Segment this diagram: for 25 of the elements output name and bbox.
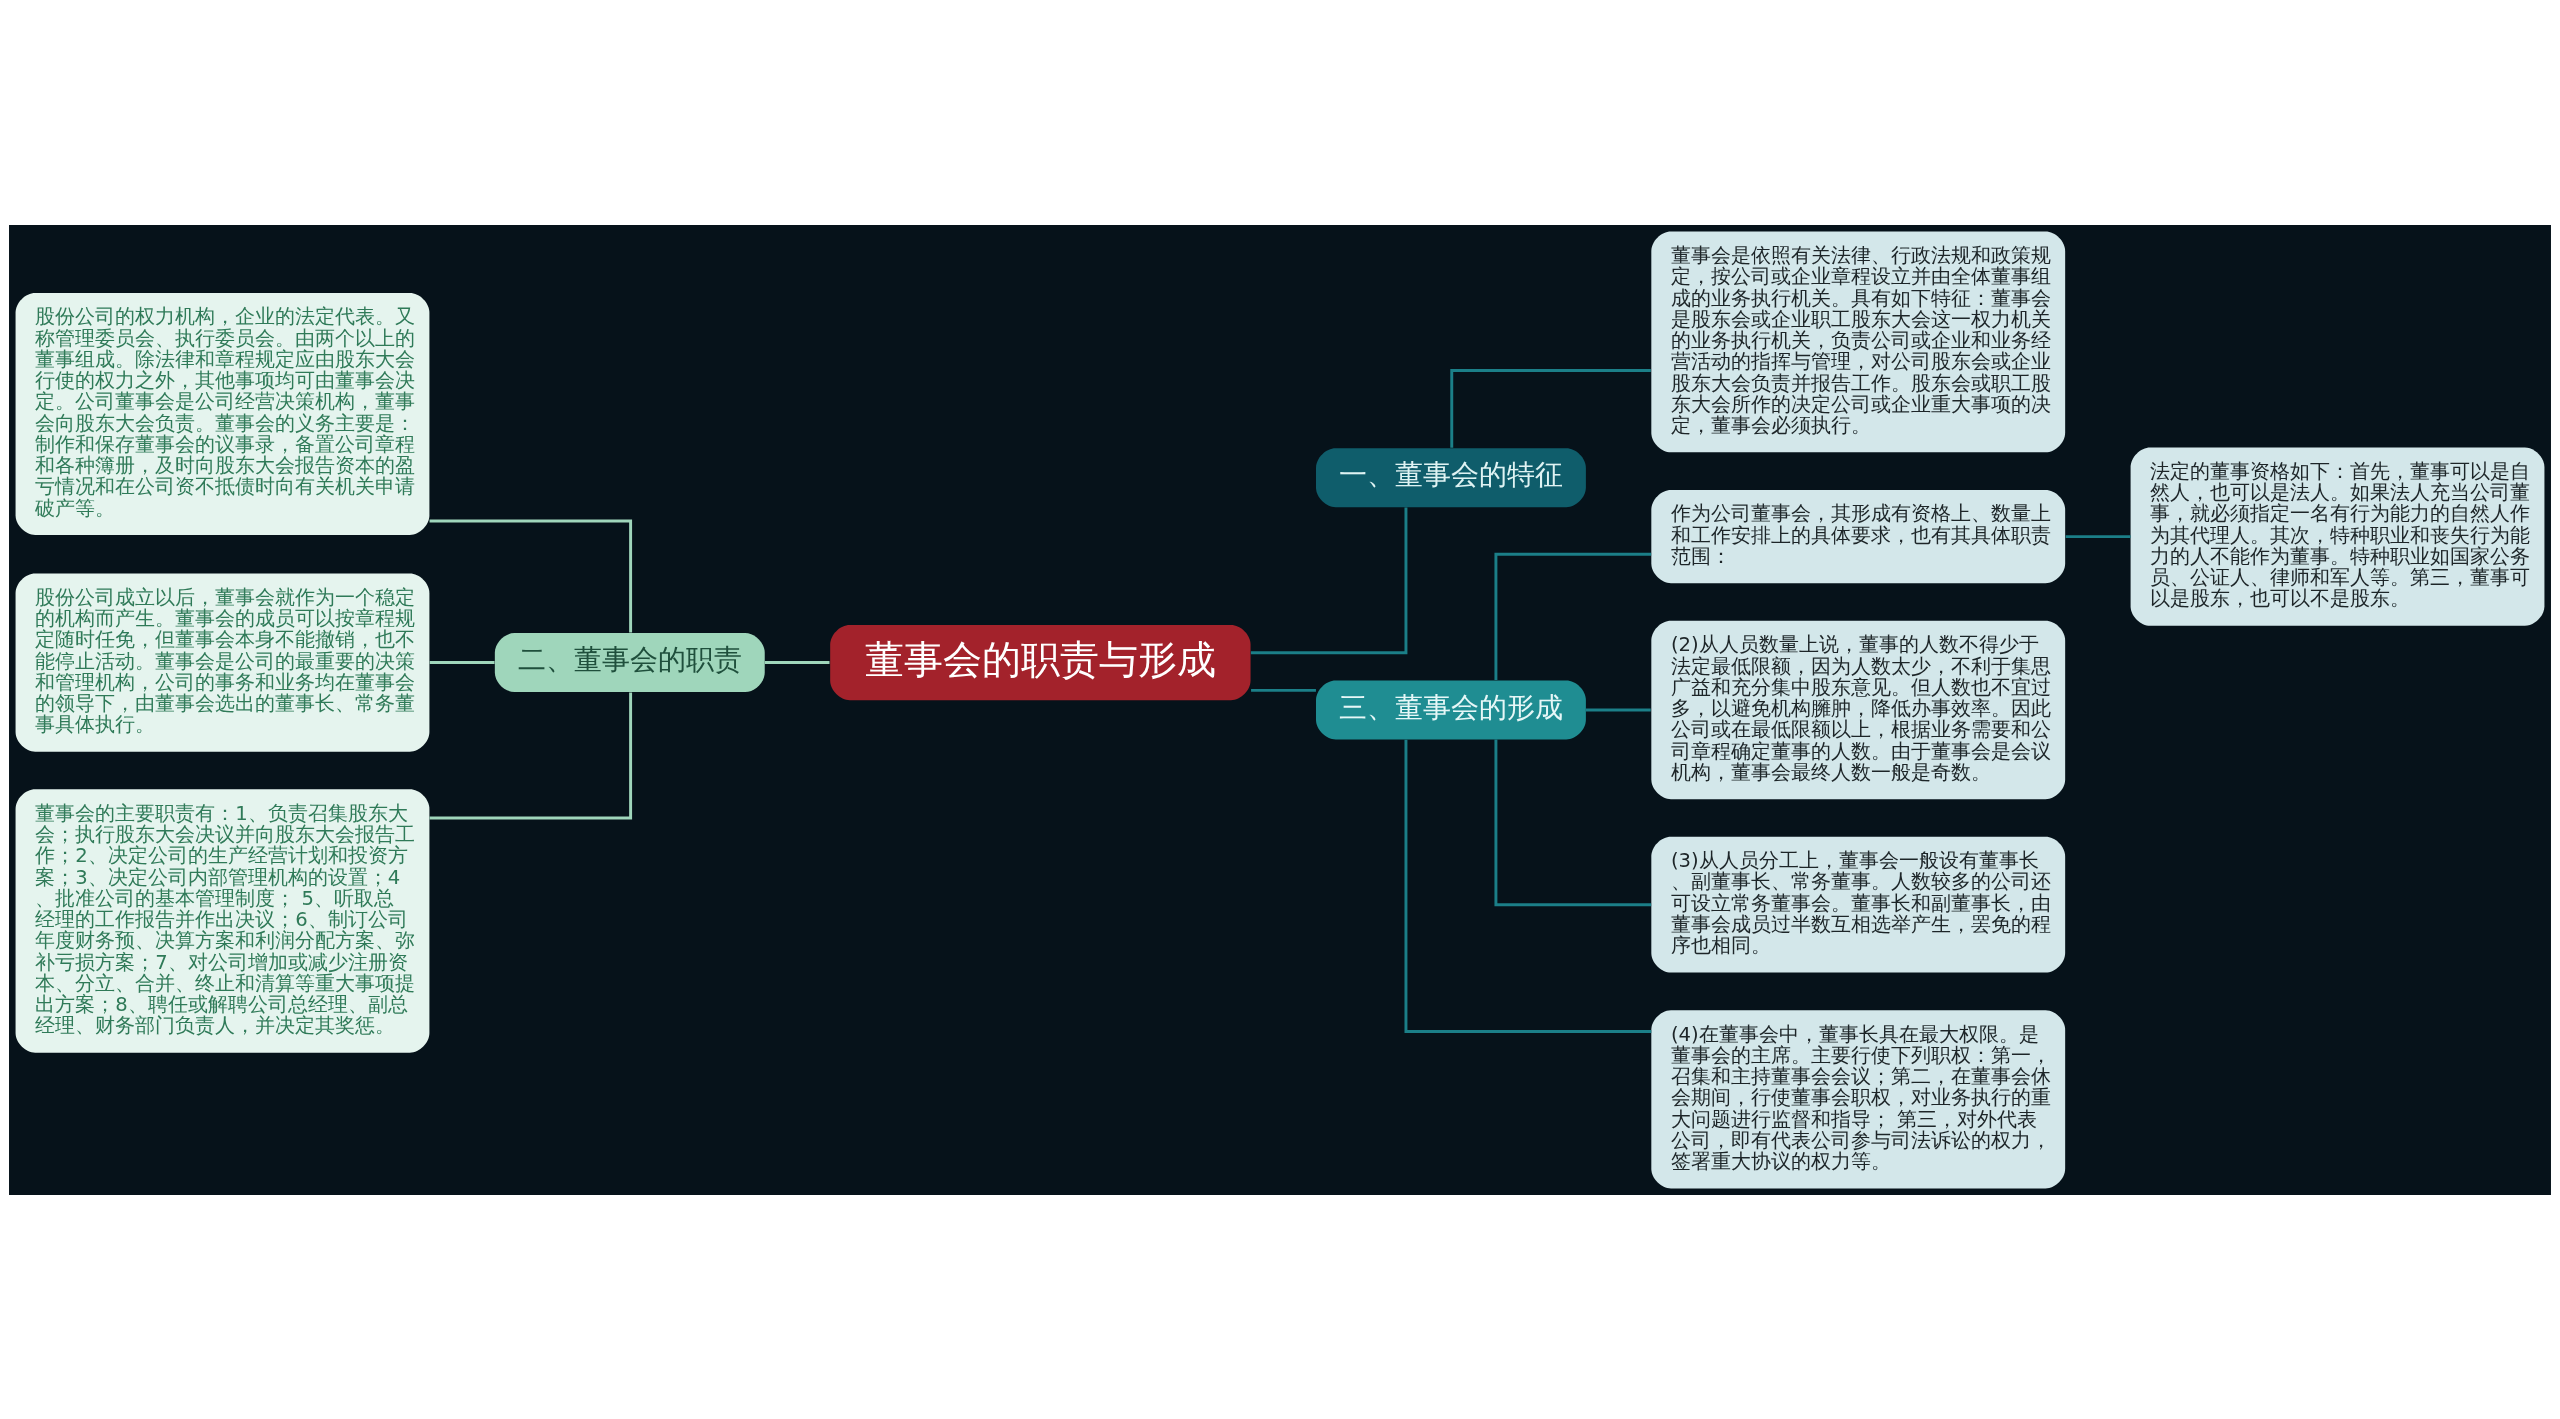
node-box: (2)从人员数量上说，董事的人数不得少于法定最低限额，因为人数太少，不利于集思广益和充分集中股东意见。但人数也不宜过多，以避免机构臃肿，降低办事效率。因此公司或在最低限额以上，根据业务需要和公司章程确定董事的人数。由于董事会是会议机构，董事会最终人数一般是奇数。 [1651, 620, 2066, 799]
connector [429, 692, 633, 819]
node-box: (3)从人员分工上，董事会一般设有董事长、副董事长、常务董事。人数较多的公司还可设立常务董事会。董事长和副董事长，由董事会成员过半数互相选举产生，罢免的程序也相同。 [1651, 836, 2066, 973]
connector [1494, 739, 1652, 906]
connector [1586, 708, 1651, 711]
node-box: 法定的董事资格如下：首先，董事可以是自然人，也可以是法人。如果法人充当公司董事，就必须指定一名有行为能力的自然人作为其代理人。其次，特种职业和丧失行为能力的人不能作为董事。特种职业如国家公务员、公证人、律师和军人等。第三，董事可以是股东，也可以不是股东。 [2130, 446, 2545, 626]
connector [1494, 552, 1652, 680]
node-box: 作为公司董事会，其形成有资格上、数量上和工作安排上的具体要求，也有其具体职责范围： [1651, 489, 2066, 583]
node-box: (4)在董事会中，董事长具在最大权限。是董事会的主席。主要行使下列职权：第一，召集和主持董事会会议；第二，在董事会休会期间，行使董事会职权，对业务执行的重大问题进行监督和指导； 第三，对外代表公司，即有代表公司参与司法诉讼的权力，签署重大协议的权力等。 [1651, 1009, 2066, 1188]
connector [1450, 368, 1651, 448]
connector [1250, 506, 1408, 654]
node-box: 三、董事会的形成 [1316, 680, 1586, 739]
connector [429, 519, 633, 633]
node-box: 董事会的职责与形成 [830, 624, 1251, 700]
connector [764, 660, 830, 664]
node-box: 股份公司的权力机构，企业的法定代表。又称管理委员会、执行委员会。由两个以上的董事组成。除法律和章程规定应由股东大会行使的权力之外，其他事项均可由董事会决定。公司董事会是公司经营决策机构，董事会向股东大会负责。董事会的义务主要是：制作和保存董事会的议事录，备置公司章程和各种簿册，及时向股东大会报告资本的盈亏情况和在公司资不抵债时向有关机关申请破产等。 [15, 292, 430, 535]
connector [1404, 739, 1652, 1033]
connector [2065, 534, 2131, 538]
node-box: 股份公司成立以后，董事会就作为一个稳定的机构而产生。董事会的成员可以按章程规定随时任免，但董事会本身不能撤销，也不能停止活动。董事会是公司的最重要的决策和管理机构，公司的事务和业务均在董事会的领导下，由董事会选出的董事长、常务董事具体执行。 [15, 572, 430, 752]
node-box: 一、董事会的特征 [1316, 447, 1586, 507]
node-box: 董事会是依照有关法律、行政法规和政策规定，按公司或企业章程设立并由全体董事组成的业务执行机关。具有如下特征：董事会是股东会或企业职工股东大会这一权力机关的业务执行机关，负责公司或企业和业务经营活动的指挥与管理，对公司股东会或企业股东大会负责并报告工作。股东会或职工股东大会所作的决定公司或企业重大事项的决定，董事会必须执行。 [1651, 231, 2066, 452]
node-box: 董事会的主要职责有：1、负责召集股东大会；执行股东大会决议并向股东大会报告工作；2、决定公司的生产经营计划和投资方案；3、决定公司内部管理机构的设置；4、批准公司的基本管理制度； 5、听取总经理的工作报告并作出决议；6、制订公司年度财务预、决算方案和利润分配方案、弥补亏损方案；7、对公司增加或减少注册资本、分立、合并、终止和清算等重大事项提出方案；8、聘任或解聘公司总经理、副总经理、财务部门负责人，并决定其奖惩。 [15, 788, 430, 1053]
connector [429, 660, 495, 664]
node-box: 二、董事会的职责 [494, 632, 765, 692]
connector [1251, 688, 1316, 692]
